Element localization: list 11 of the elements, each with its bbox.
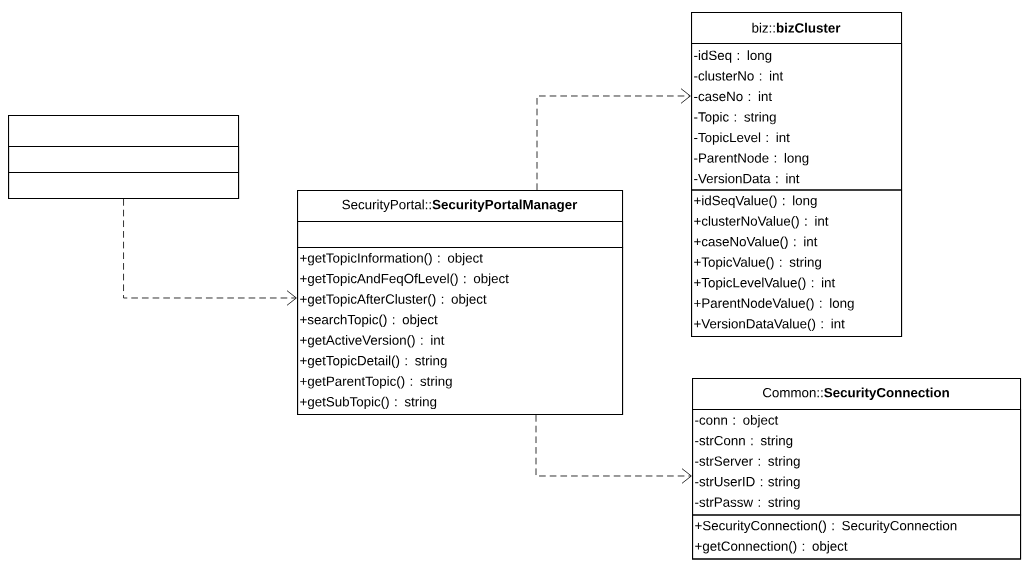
compartment: -conn : object -strConn : string -strServer : string -strUserID : string -strPassw : string bbox=[692, 409, 1022, 516]
compartment: -idSeq : long -clusterNo : int -caseNo : int -Topic : string -TopicLevel : int -ParentNode : long -VersionData : int bbox=[691, 43, 903, 191]
compartment: +SecurityConnection() : SecurityConnection +getConnection() : object bbox=[692, 514, 1022, 560]
compartment bbox=[297, 221, 624, 249]
compartment bbox=[8, 172, 240, 200]
compartment bbox=[8, 146, 240, 174]
compartment: +getTopicInformation() : object +getTopicAndFeqOfLevel() : object +getTopicAfterCluster() : object +searchTopic() : object +getActiveVersion() : int +getTopicDetail() : string +getParentTopic() : string +getSubTopic() : string bbox=[297, 247, 624, 416]
dependency-arrow bbox=[123, 198, 297, 306]
dependency-arrow bbox=[535, 414, 692, 484]
compartment: +idSeqValue() : long +clusterNoValue() : int +caseNoValue() : int +TopicValue() : string +TopicLevelValue() : int +ParentNodeValue() : long +VersionDataValue() : int bbox=[691, 189, 903, 338]
dependency-arrow bbox=[536, 88, 691, 191]
